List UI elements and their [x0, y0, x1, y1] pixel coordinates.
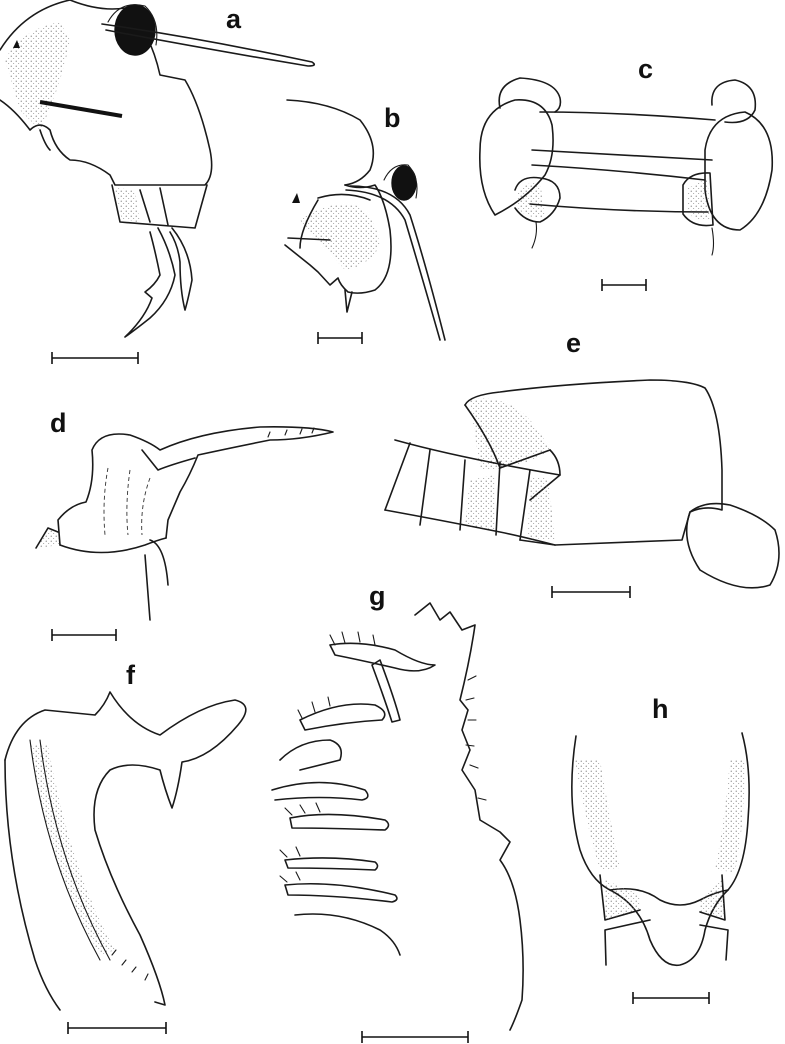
panel-a: a	[0, 0, 316, 364]
panel-g-seta-5	[284, 857, 379, 871]
panel-a-label: a	[226, 4, 242, 34]
panel-g-seta-4	[289, 813, 390, 831]
panel-c-band-lower	[531, 164, 706, 181]
panel-g-spiny-margin	[414, 602, 524, 1031]
panel-f-label: f	[126, 660, 136, 690]
panel-h-label: h	[652, 694, 669, 724]
panel-e-label: e	[566, 328, 581, 358]
panel-f: f	[4, 660, 247, 1034]
panel-d: d	[35, 408, 334, 641]
panel-e-body-outline	[464, 379, 723, 546]
panel-c-label: c	[638, 54, 653, 84]
panel-h: h	[571, 694, 750, 1004]
panel-b-arrowhead	[292, 193, 300, 203]
panel-a-eye	[114, 4, 156, 56]
panel-h-telson-outline	[571, 732, 750, 967]
panel-a-thick-bar	[39, 100, 123, 118]
panel-b: b	[284, 99, 446, 344]
panel-g-label: g	[369, 581, 386, 611]
panel-d-label: d	[50, 408, 67, 438]
panel-e: e	[384, 328, 780, 598]
panel-g-seta-6	[284, 882, 398, 903]
panel-c-right-lobe-upper	[711, 79, 757, 124]
panel-g: g	[271, 581, 524, 1043]
panel-c-right-lobe-main	[704, 111, 774, 231]
panel-g-seta-3	[299, 703, 386, 731]
panel-b-label: b	[384, 103, 401, 133]
panel-c: c	[478, 54, 774, 291]
panel-c-band-upper	[539, 111, 716, 121]
panel-b-outline	[286, 99, 375, 186]
panel-g-seta-1	[329, 642, 436, 672]
panel-f-appendage	[4, 691, 247, 1006]
panel-d-claw	[57, 426, 334, 546]
panel-a-antenna	[101, 23, 316, 67]
panel-g-seta-2	[371, 659, 401, 723]
panel-c-left-lobe-main	[478, 99, 554, 216]
panel-e-round-lobe	[685, 502, 780, 589]
panel-a-arrowhead	[13, 40, 20, 48]
panel-c-left-lobe-upper	[498, 77, 562, 113]
panel-a-mandible	[124, 227, 176, 338]
panel-b-antenna	[345, 185, 446, 341]
panel-b-eye	[391, 165, 417, 201]
